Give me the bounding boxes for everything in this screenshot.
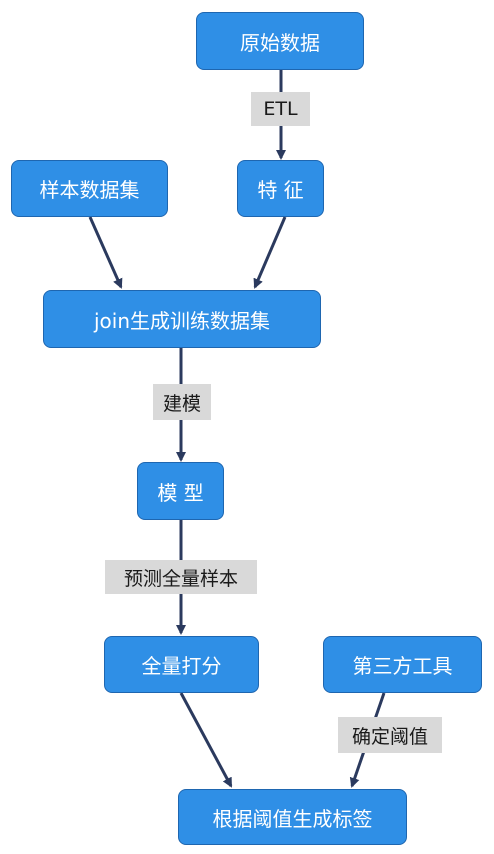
node-join-training: join生成训练数据集 [43,290,321,348]
node-model: 模 型 [137,462,224,520]
edge-scoring-to-labels [179,692,233,788]
edge-label-determine-threshold: 确定阈值 [338,717,442,753]
node-raw-data: 原始数据 [196,12,364,70]
edge-features-to-join [253,216,287,289]
edge-label-modeling: 建模 [153,384,211,420]
node-generate-labels: 根据阈值生成标签 [178,789,407,845]
edge-label-etl: ETL [251,92,310,126]
node-third-party-tools: 第三方工具 [323,636,482,693]
edge-label-predict-full: 预测全量样本 [105,560,257,594]
edge-samples-to-join [88,216,123,289]
node-features: 特 征 [237,160,324,217]
node-sample-dataset: 样本数据集 [11,160,168,217]
node-full-scoring: 全量打分 [104,636,259,693]
